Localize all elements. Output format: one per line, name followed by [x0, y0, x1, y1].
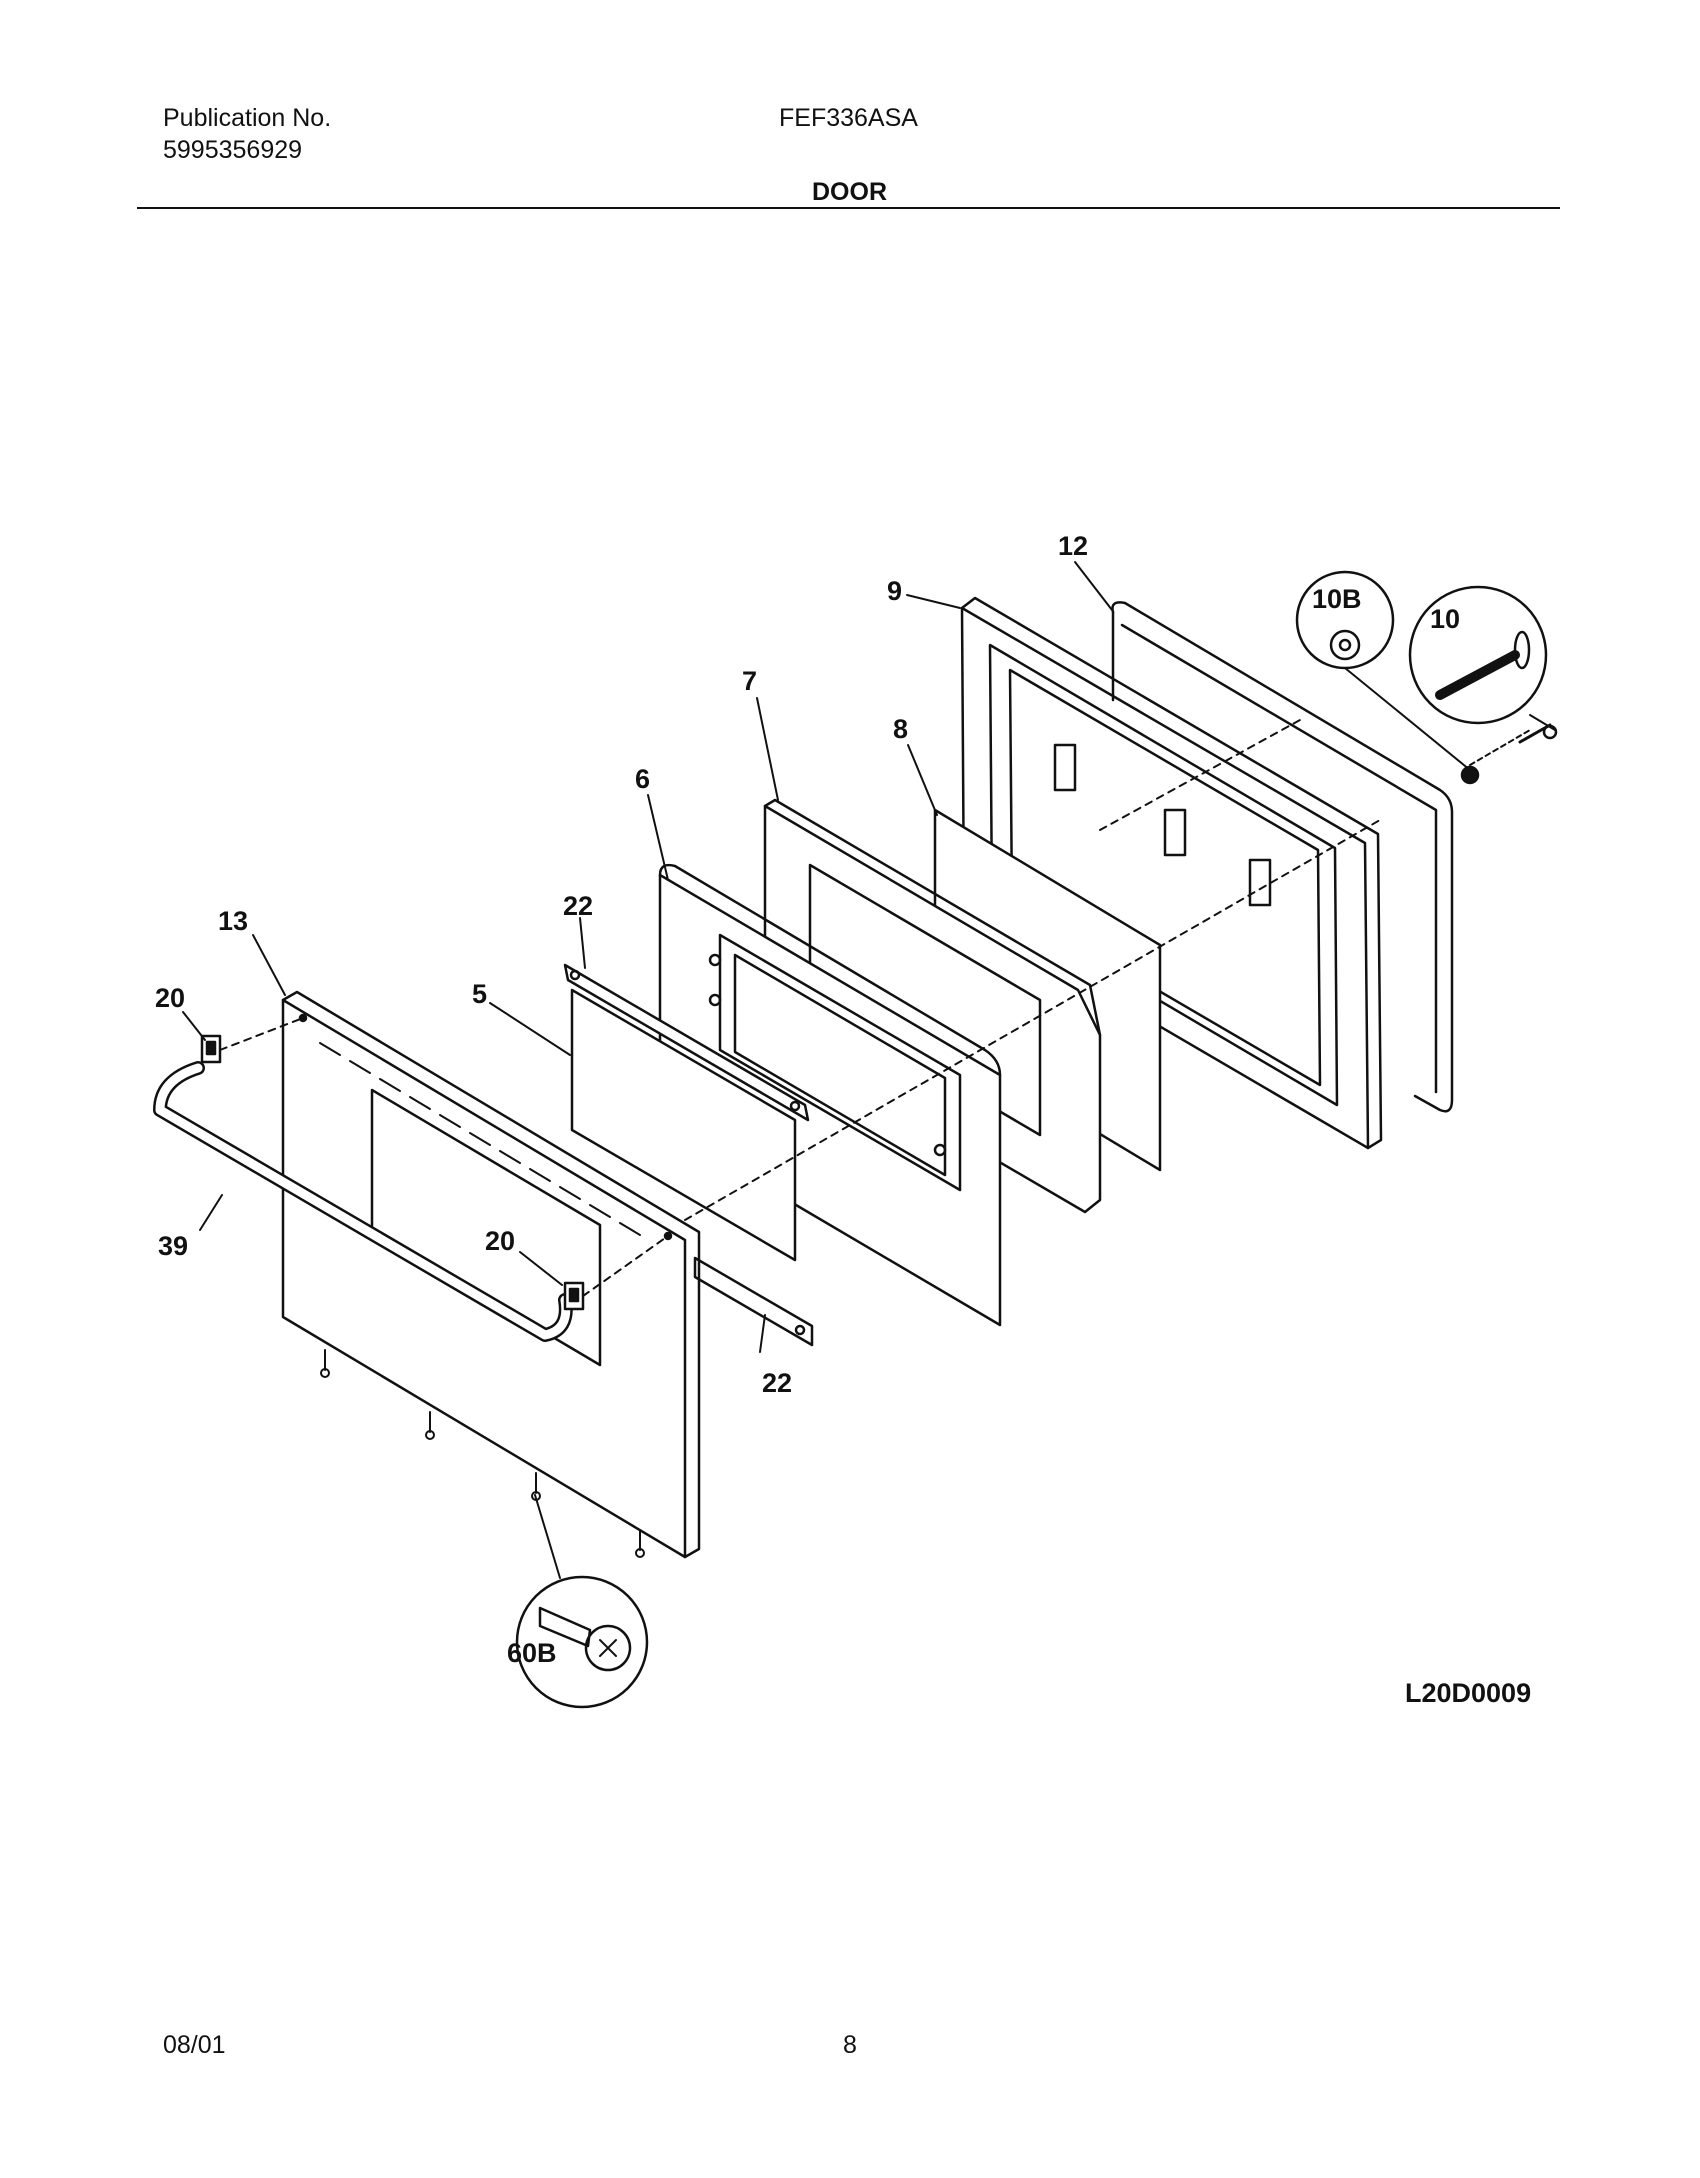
header-rule: [137, 207, 1560, 209]
part-5-window-glass: [570, 988, 797, 1262]
part-12-door-seal: [1111, 601, 1454, 1113]
page-number: 8: [843, 2031, 857, 2059]
callout-5: 5: [472, 979, 487, 1009]
callout-60b: 60B: [507, 1638, 557, 1668]
drawing-code: L20D0009: [1405, 1678, 1531, 1708]
callout-39: 39: [158, 1231, 188, 1261]
callout-22-lower: 22: [762, 1368, 792, 1398]
part-22-upper-trim-strip: [563, 963, 810, 1122]
detail-circle-10: [1408, 585, 1556, 731]
callout-20-right: 20: [485, 1226, 515, 1256]
part-39-door-handle: [153, 1061, 573, 1342]
assembly-lines: [219, 719, 1381, 1297]
callout-22-upper: 22: [563, 891, 593, 921]
callout-10b: 10B: [1312, 584, 1362, 614]
revision-date: 08/01: [163, 2031, 226, 2059]
part-9-inner-door-frame: [960, 596, 1383, 1150]
callout-8: 8: [893, 714, 908, 744]
callout-10: 10: [1430, 604, 1460, 634]
callout-9: 9: [887, 576, 902, 606]
model-number: FEF336ASA: [779, 104, 918, 132]
callout-7: 7: [742, 666, 757, 696]
part-22-lower-trim-strip: [693, 1256, 814, 1347]
callout-12: 12: [1058, 531, 1088, 561]
detail-circle-10b: [1295, 570, 1471, 771]
callout-20-left: 20: [155, 983, 185, 1013]
leader-lines: [182, 561, 1113, 1353]
publication-label: Publication No.: [163, 104, 332, 132]
callout-13: 13: [218, 906, 248, 936]
detail-circle-60b: [515, 1494, 649, 1709]
callout-6: 6: [635, 764, 650, 794]
part-13-outer-door-panel: [281, 990, 701, 1559]
section-title: DOOR: [812, 178, 887, 206]
part-10-hinge-pin: [1460, 723, 1558, 785]
door-screws: [320, 1349, 645, 1558]
publication-number: 5995356929: [163, 136, 303, 164]
